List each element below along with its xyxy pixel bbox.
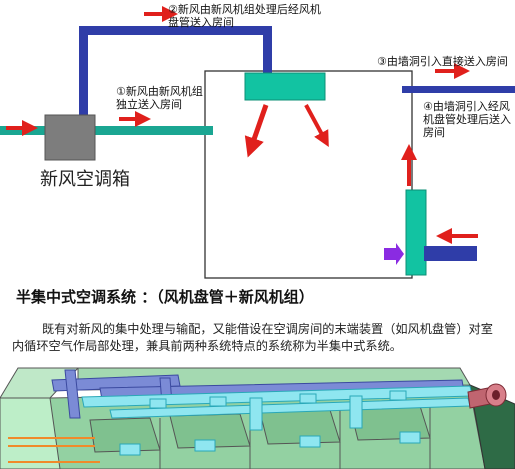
ahu-label: 新风空调箱 [40,169,130,190]
vertical-fan-coil [405,189,427,276]
label-route-2: ②新风由新风机组处理后经风机盘管送入房间 [168,3,321,29]
blue-duct-drop [263,26,272,76]
arrow-group [6,6,478,244]
arrow-return-down-right [304,104,329,148]
label-route-4: ④由墙洞引入经风机盘管处理后送入房间 [423,100,511,139]
blue-duct-top [79,26,272,35]
label-route-3: ③由墙洞引入直接送入房间 [377,55,508,68]
label-route-1: ①新风由新风机组独立送入房间 [116,85,203,111]
wall-hole-duct [424,246,477,261]
section-heading: 半集中式空调系统 ：（风机盘管＋新风机组） [16,288,314,306]
section-paragraph: 既有对新风的集中处理与输配，又能借设在空调房间的末端装置（如风机盘管）对室内循环… [12,322,493,353]
arrow-supply-down-left [244,104,269,158]
fresh-air-ahu [44,114,96,161]
arrow-purple-into-unit [384,243,404,265]
building-illustration [0,367,515,469]
room-outline [204,70,413,279]
wall-inlet-duct [402,86,515,93]
fresh-air-duct-horizontal [0,126,213,135]
ceiling-fan-coil [244,72,326,101]
blue-duct-riser [79,26,88,130]
